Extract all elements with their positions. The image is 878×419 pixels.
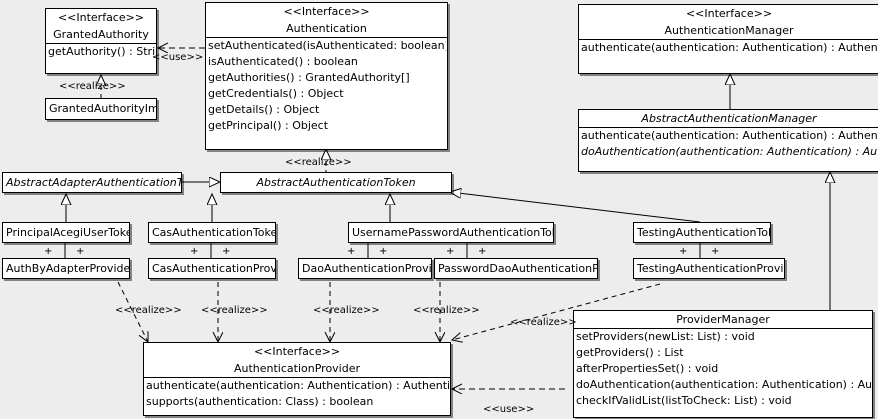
username-password-authentication-token-name: UsernamePasswordAuthenticationToken (352, 226, 554, 239)
authentication-manager-header: <<Interface>> AuthenticationManager (579, 5, 878, 39)
method-set-providers: setProviders(newList: List) : void (576, 330, 755, 343)
authentication-manager-name: AuthenticationManager (664, 24, 794, 37)
cas-authentication-provider-name: CasAuthenticationProvider (152, 262, 276, 275)
class-auth-by-adapter-provider[interactable]: AuthByAdapterProvider (2, 258, 130, 279)
authentication-manager-stereotype: <<Interface>> (685, 7, 773, 20)
method-get-providers: getProviders() : List (576, 346, 684, 359)
method-get-credentials: getCredentials() : Object (208, 87, 344, 100)
dao-authentication-provider-name: DaoAuthenticationProvider (302, 262, 432, 275)
class-authentication-provider[interactable]: <<Interface>> AuthenticationProvider aut… (143, 342, 451, 416)
multiplicity-username-password-a-left: + (347, 246, 356, 257)
method-authenticate: authenticate(authentication: Authenticat… (146, 379, 449, 392)
edge-label-realize-auth-by-adapter-provider: <<realize>> (115, 305, 182, 316)
method-check-if-valid-list: checkIfValidList(listToCheck: List) : vo… (576, 394, 792, 407)
class-testing-authentication-provider[interactable]: TestingAuthenticationProvider (633, 258, 785, 279)
class-authentication-manager[interactable]: <<Interface>> AuthenticationManager auth… (578, 4, 878, 74)
abstract-authentication-token-name: AbstractAuthenticationToken (256, 176, 416, 189)
method-is-authenticated: isAuthenticated() : boolean (208, 55, 358, 68)
class-testing-authentication-token[interactable]: TestingAuthenticationToken (633, 222, 771, 243)
multiplicity-cas-token-right: + (222, 246, 231, 257)
method-do-authentication: doAuthentication(authentication: Authent… (581, 145, 878, 158)
method-authenticate: authenticate(authentication: Authenticat… (581, 129, 878, 142)
class-password-dao-authentication-provider[interactable]: PasswordDaoAuthenticationProvider (434, 258, 598, 279)
granted-authority-header: <<Interface>> GrantedAuthority (46, 9, 156, 43)
cas-authentication-token-name: CasAuthenticationToken (152, 226, 276, 239)
abstract-authentication-manager-methods: authenticate(authentication: Authenticat… (579, 127, 878, 160)
class-authentication[interactable]: <<Interface>> Authentication setAuthenti… (205, 2, 448, 150)
auth-by-adapter-provider-name: AuthByAdapterProvider (6, 262, 130, 275)
method-supports: supports(authentication: Class) : boolea… (146, 395, 374, 408)
authentication-provider-stereotype: <<Interface>> (253, 345, 341, 358)
edge-label-realize-cas-authentication-provider: <<realize>> (201, 305, 268, 316)
provider-manager-methods: setProviders(newList: List) : void getPr… (574, 328, 872, 409)
password-dao-authentication-provider-name: PasswordDaoAuthenticationProvider (438, 262, 598, 275)
class-principal-acegi-user-token[interactable]: PrincipalAcegiUserToken (2, 222, 130, 243)
testing-authentication-token-name: TestingAuthenticationToken (637, 226, 770, 239)
authentication-methods: setAuthenticated(isAuthenticated: boolea… (206, 37, 447, 134)
granted-authority-impl-name: GrantedAuthorityImpl (49, 102, 157, 115)
multiplicity-testing-token-left: + (679, 246, 688, 257)
class-granted-authority-impl[interactable]: GrantedAuthorityImpl (45, 98, 157, 120)
multiplicity-username-password-b-right: + (478, 246, 487, 257)
class-abstract-adapter-authentication-token[interactable]: AbstractAdapterAuthenticationToken (2, 172, 182, 193)
class-abstract-authentication-token[interactable]: AbstractAuthenticationToken (220, 172, 452, 193)
method-get-principal: getPrincipal() : Object (208, 119, 329, 132)
multiplicity-username-password-b-left: + (446, 246, 455, 257)
principal-acegi-user-token-name: PrincipalAcegiUserToken (6, 226, 130, 239)
method-authenticate: authenticate(authentication: Authenticat… (581, 41, 878, 54)
multiplicity-principal-acegi-right: + (76, 246, 85, 257)
method-do-authentication: doAuthentication(authentication: Authent… (576, 378, 871, 391)
edge-label-use-granted-authority: <<use>> (152, 52, 204, 63)
multiplicity-cas-token-left: + (190, 246, 199, 257)
method-get-authority: getAuthority() : String (48, 45, 155, 58)
method-get-authorities: getAuthorities() : GrantedAuthority[] (208, 71, 410, 84)
granted-authority-stereotype: <<Interface>> (57, 11, 145, 24)
class-provider-manager[interactable]: ProviderManager setProviders(newList: Li… (573, 310, 873, 418)
authentication-provider-name: AuthenticationProvider (233, 362, 361, 375)
edge-label-realize-dao-authentication-provider: <<realize>> (313, 305, 380, 316)
class-cas-authentication-token[interactable]: CasAuthenticationToken (148, 222, 276, 243)
provider-manager-header: ProviderManager (574, 311, 872, 328)
multiplicity-username-password-a-right: + (379, 246, 388, 257)
edge-label-realize-abstract-authentication-token: <<realize>> (285, 157, 352, 168)
method-after-properties-set: afterPropertiesSet() : void (576, 362, 719, 375)
authentication-provider-methods: authenticate(authentication: Authenticat… (144, 377, 450, 410)
class-granted-authority[interactable]: <<Interface>> GrantedAuthority getAuthor… (45, 8, 157, 74)
class-username-password-authentication-token[interactable]: UsernamePasswordAuthenticationToken (348, 222, 554, 243)
class-abstract-authentication-manager[interactable]: AbstractAuthenticationManager authentica… (578, 109, 878, 172)
edge-label-realize-password-dao-authentication-provider: <<realize>> (413, 305, 480, 316)
edge-label-realize-granted-authority-impl: <<realize>> (59, 81, 126, 92)
authentication-header: <<Interface>> Authentication (206, 3, 447, 37)
authentication-manager-methods: authenticate(authentication: Authenticat… (579, 39, 878, 56)
granted-authority-name: GrantedAuthority (53, 28, 149, 41)
abstract-authentication-manager-header: AbstractAuthenticationManager (579, 110, 878, 127)
authentication-stereotype: <<Interface>> (283, 5, 370, 18)
authentication-name: Authentication (286, 22, 367, 35)
edge-label-use-provider-manager: <<use>> (483, 404, 535, 415)
abstract-adapter-authentication-token-name: AbstractAdapterAuthenticationToken (6, 176, 182, 189)
multiplicity-principal-acegi-left: + (44, 246, 53, 257)
testing-authentication-provider-name: TestingAuthenticationProvider (637, 262, 784, 275)
granted-authority-methods: getAuthority() : String (46, 43, 156, 60)
method-get-details: getDetails() : Object (208, 103, 320, 116)
authentication-provider-header: <<Interface>> AuthenticationProvider (144, 343, 450, 377)
multiplicity-testing-token-right: + (711, 246, 720, 257)
abstract-authentication-manager-name: AbstractAuthenticationManager (641, 112, 817, 125)
edge-label-realize-testing-authentication-provider: <<realize>> (510, 317, 577, 328)
class-cas-authentication-provider[interactable]: CasAuthenticationProvider (148, 258, 276, 279)
method-set-authenticated: setAuthenticated(isAuthenticated: boolea… (208, 39, 446, 52)
class-dao-authentication-provider[interactable]: DaoAuthenticationProvider (298, 258, 432, 279)
provider-manager-name: ProviderManager (676, 313, 770, 326)
